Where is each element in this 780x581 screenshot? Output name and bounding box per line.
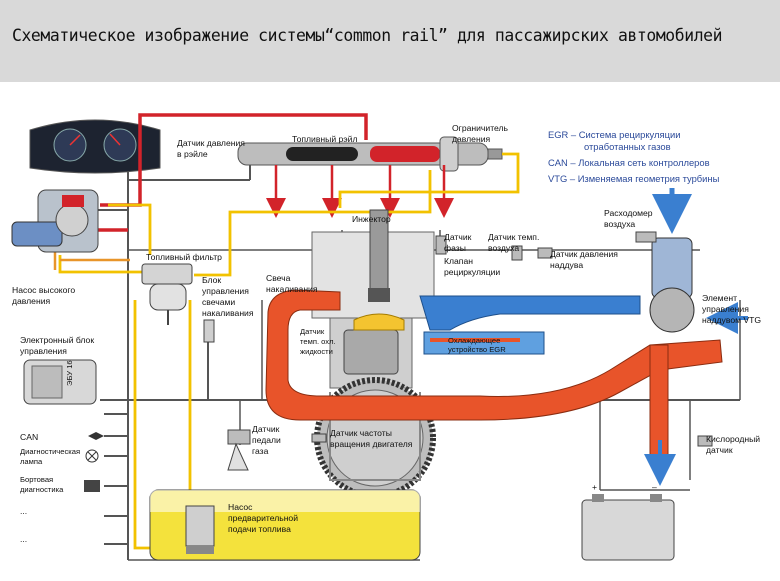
label-air-temp-1: Датчик темп. (488, 232, 539, 242)
label-phase-sensor-1: Датчик (444, 232, 472, 242)
orange-pump-lines (53, 250, 130, 270)
high-pressure-pump (11, 189, 99, 253)
label-vtg-3: наддувом VTG (702, 315, 761, 325)
label-glow-control-3: свечами (202, 297, 235, 307)
label-boost-pressure-2: наддува (550, 260, 583, 270)
label-glow-plug-2: накаливания (266, 284, 318, 294)
ecu-box: ЭБУ 16 (23, 359, 97, 405)
label-lp-pump-3: подачи топлива (228, 524, 291, 534)
crank-sensor-icon (311, 433, 327, 443)
label-ecu-2: управления (20, 346, 67, 356)
fuel-filter (141, 263, 193, 325)
legend: EGR – Система рециркуляции отработанных … (548, 129, 720, 184)
label-injector: Инжектор (352, 214, 391, 224)
label-hp-pump-2: давления (12, 296, 51, 306)
onboard-diagnostic-icon (84, 480, 100, 492)
label-ecu-1: Электронный блок (20, 335, 94, 345)
air-flow-meter-icon (635, 231, 657, 243)
glow-control-unit-plug (203, 319, 215, 343)
intake-manifold (419, 295, 641, 355)
label-crank-1: Датчик частоты (330, 428, 392, 438)
label-oxygen-1: Кислородный (706, 434, 760, 444)
boost-pressure-sensor-icon (537, 247, 553, 259)
legend-vtg: VTG – Изменяемая геометрия турбины (548, 173, 720, 184)
battery (581, 494, 675, 561)
label-egr-cooler-2: устройство EGR (448, 345, 506, 354)
label-glow-plug-1: Свеча (266, 273, 291, 283)
label-egr-valve-1: Клапан (444, 256, 473, 266)
label-egr-cooler-1: Охлаждающее (448, 336, 500, 345)
label-air-temp-2: воздуха (488, 243, 519, 253)
fuel-tank (149, 489, 421, 561)
page-title: Схематическое изображение системы“common… (12, 26, 723, 45)
label-pedal-1: Датчик (252, 424, 280, 434)
label-oxygen-2: датчик (706, 445, 733, 455)
ecu-badge: ЭБУ 16 (65, 360, 74, 386)
label-diag-lamp-2: лампа (20, 457, 43, 466)
oxygen-sensor-icon (697, 435, 713, 447)
legend-egr: EGR – Система рециркуляции (548, 129, 680, 140)
label-air-flow-meter-2: воздуха (604, 219, 635, 229)
label-hp-pump-1: Насос высокого (12, 285, 75, 295)
phase-sensor-icon (435, 235, 447, 255)
label-glow-control-1: Блок (202, 275, 221, 285)
label-glow-control-4: накаливания (202, 308, 254, 318)
label-vtg-2: управления (702, 304, 749, 314)
label-coolant-temp-1: Датчик (300, 327, 325, 336)
labels: Датчик давления в рэйле Топливный рэйл О… (12, 123, 761, 544)
label-vtg-1: Элемент (702, 293, 737, 303)
label-ellipsis-2: ... (20, 534, 27, 544)
accelerator-pedal (227, 429, 251, 471)
label-crank-2: вращения двигателя (330, 439, 413, 449)
label-egr-valve-2: рециркуляции (444, 267, 500, 277)
label-onboard-diag-1: Бортовая (20, 475, 53, 484)
label-lp-pump-1: Насос (228, 502, 253, 512)
label-pedal-2: педали (252, 435, 281, 445)
label-battery-minus: – (652, 482, 657, 492)
air-temp-sensor-icon (511, 245, 523, 261)
legend-egr-2: отработанных газов (584, 141, 671, 152)
label-glow-control-2: управления (202, 286, 249, 296)
label-rail-pressure-sensor-2: в рэйле (177, 149, 208, 159)
label-battery-plus: + (592, 482, 597, 492)
label-pressure-limiter-2: давления (452, 134, 491, 144)
injector-lines (266, 165, 454, 218)
dashboard-cluster (29, 119, 161, 174)
label-ellipsis-1: ... (20, 506, 27, 516)
label-diag-lamp-1: Диагностическая (20, 447, 80, 456)
turbocharger (649, 188, 748, 334)
label-coolant-temp-2: темп. охл. (300, 337, 336, 346)
fuel-rail (237, 136, 503, 172)
exhaust-manifold (265, 289, 723, 486)
label-coolant-temp-3: жидкости (300, 347, 333, 356)
label-boost-pressure-1: Датчик давления (550, 249, 618, 259)
label-pressure-limiter-1: Ограничитель (452, 123, 509, 133)
label-fuel-rail: Топливный рэйл (292, 134, 357, 144)
label-lp-pump-2: предварительной (228, 513, 298, 523)
legend-can: CAN – Локальная сеть контроллеров (548, 157, 710, 168)
label-fuel-filter: Топливный фильтр (146, 252, 222, 262)
label-pedal-3: газа (252, 446, 269, 456)
can-arrows-icon (88, 432, 104, 440)
label-phase-sensor-2: фазы (444, 243, 466, 253)
label-can: CAN (20, 432, 38, 442)
label-rail-pressure-sensor-1: Датчик давления (177, 138, 245, 148)
label-air-flow-meter-1: Расходомер (604, 208, 653, 218)
title-bar: Схематическое изображение системы“common… (0, 0, 780, 82)
label-onboard-diag-2: диагностика (20, 485, 64, 494)
